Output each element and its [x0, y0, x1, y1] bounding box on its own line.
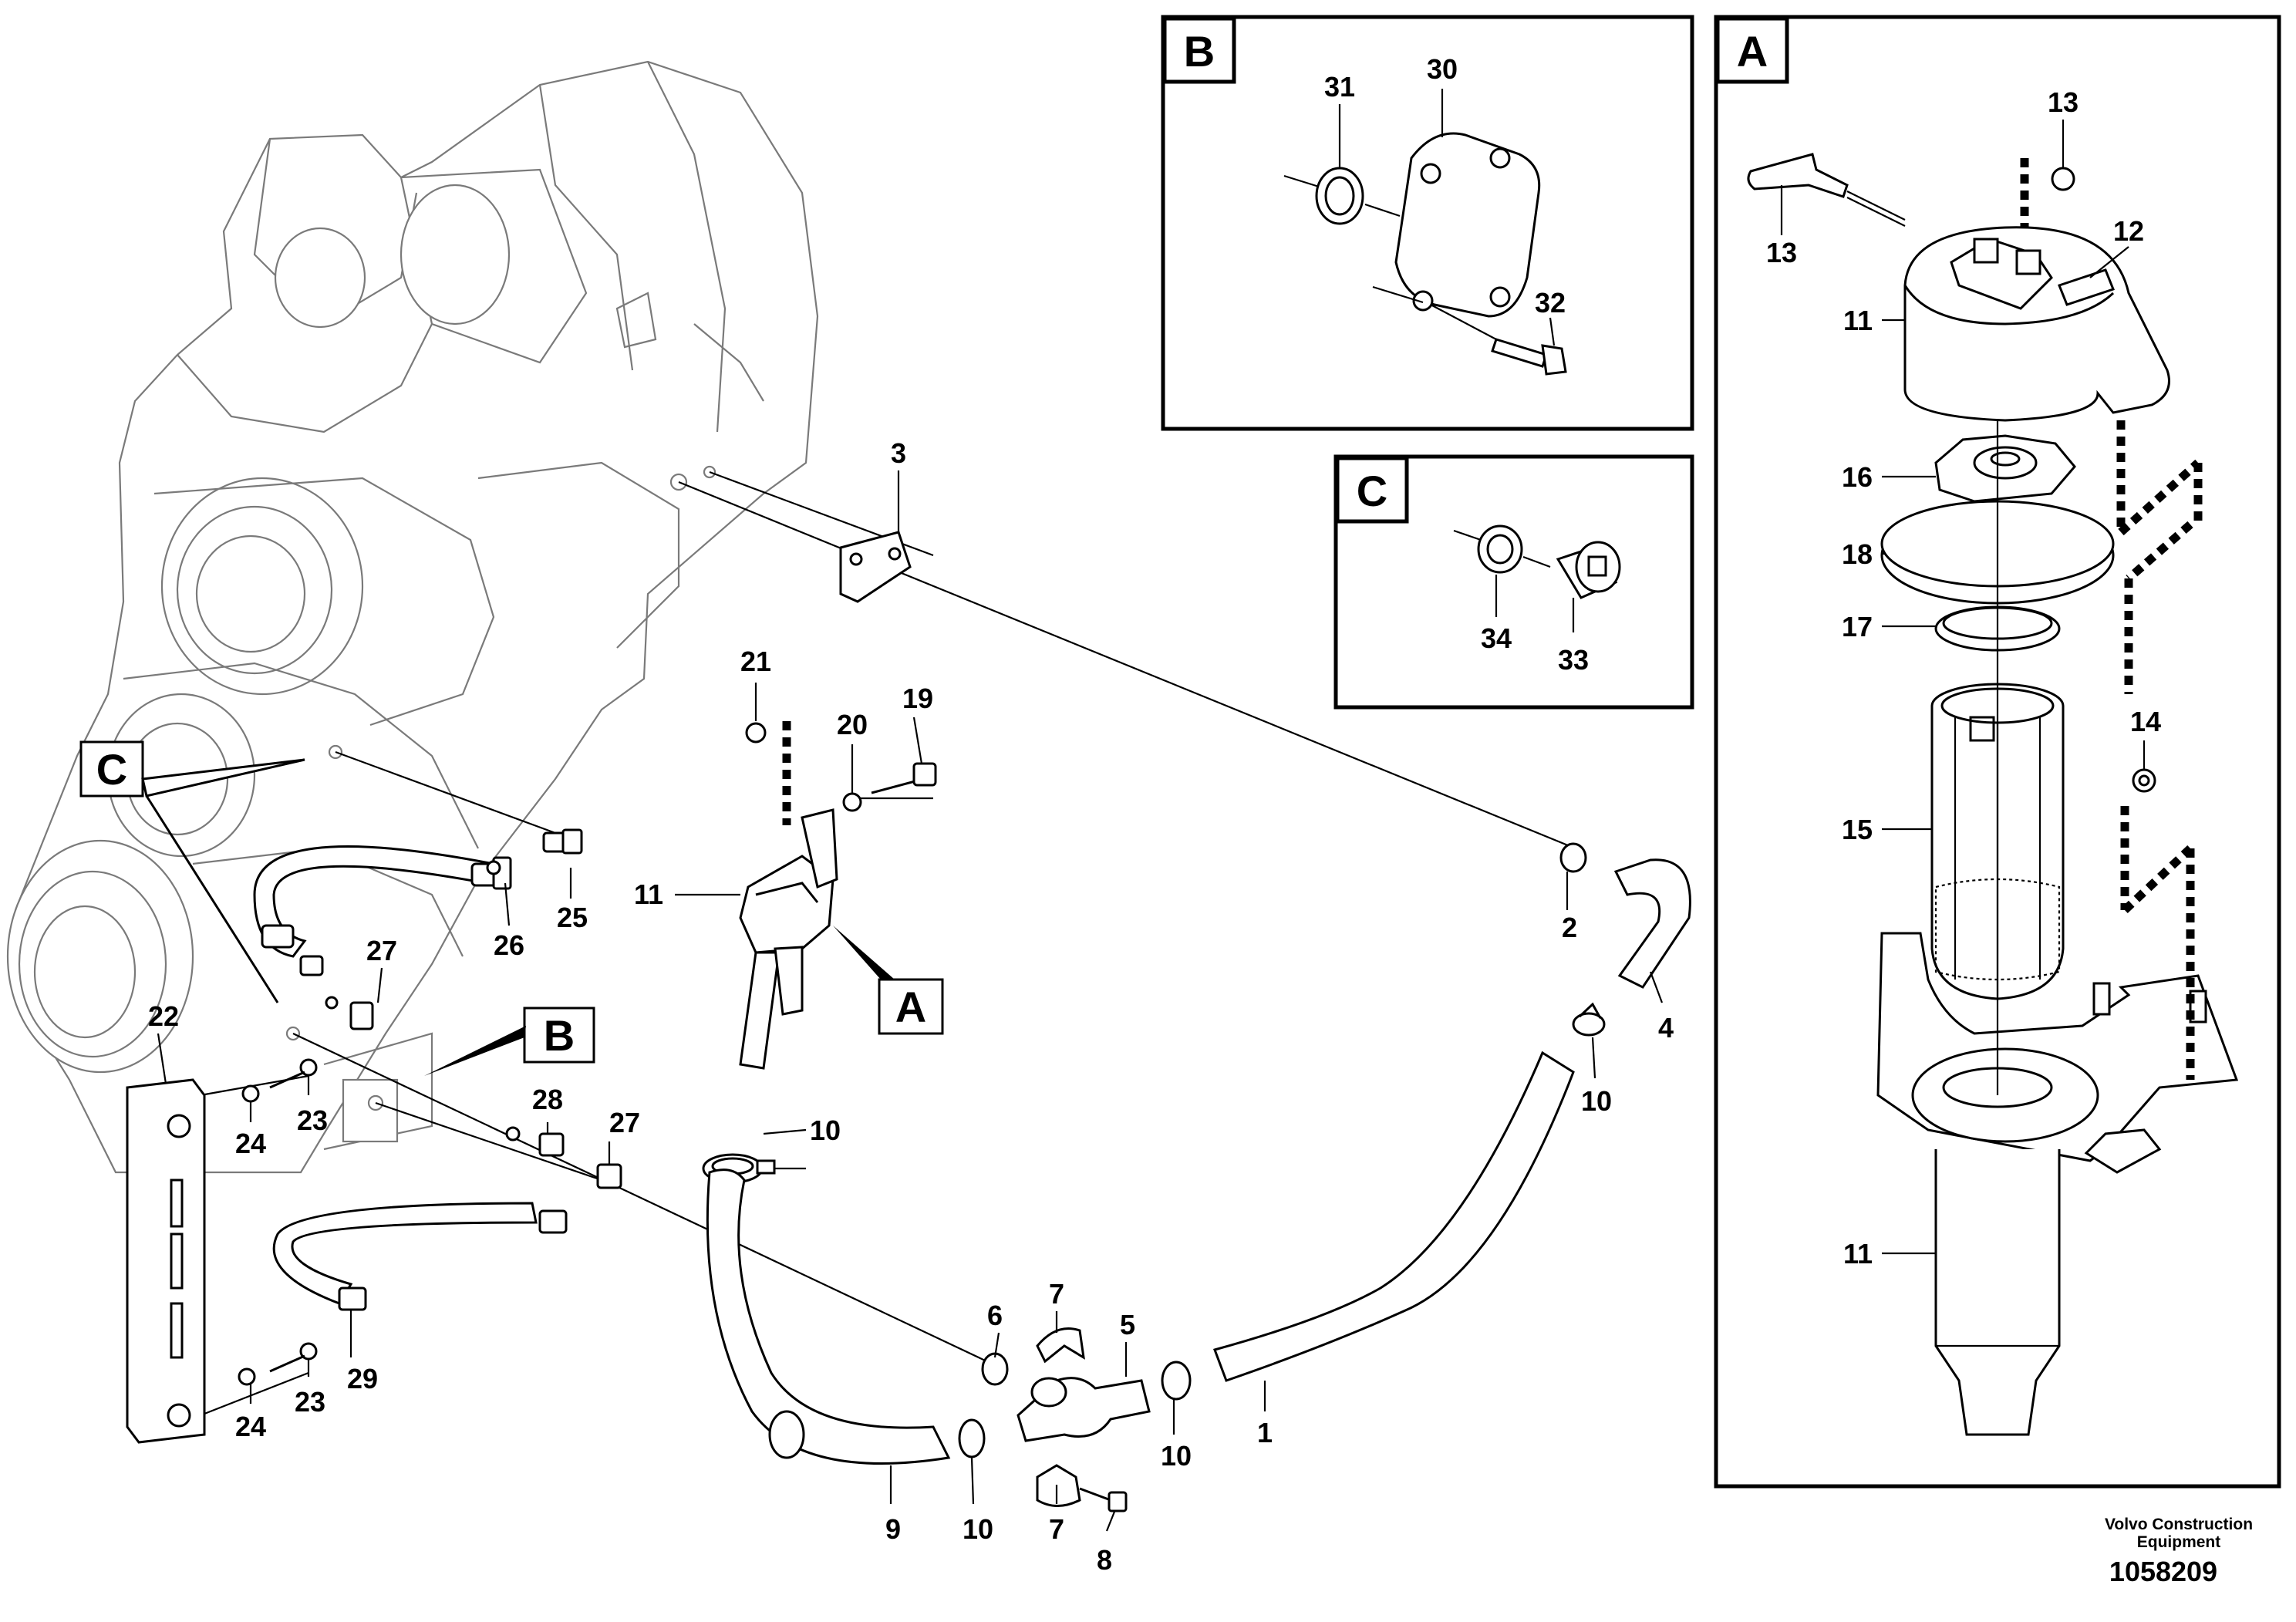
callout-17: 17	[1842, 611, 1873, 642]
callout-11-main: 11	[634, 878, 663, 910]
tank-flange-11	[1876, 932, 2239, 1174]
elbow-hose-4	[1613, 858, 1691, 989]
hose-clamp-9	[768, 1410, 805, 1459]
document-number: 1058209	[2109, 1556, 2217, 1587]
callout-20: 20	[837, 709, 868, 740]
washer-24-bottom	[238, 1367, 256, 1386]
callout-9: 9	[885, 1513, 901, 1545]
callout-19: 19	[902, 683, 933, 714]
callout-34: 34	[1481, 622, 1512, 654]
credit-line-1: Volvo Construction	[2105, 1516, 2253, 1533]
callout-33: 33	[1558, 644, 1589, 676]
callout-27-top: 27	[366, 935, 397, 966]
cap-housing-11-top	[1903, 226, 2170, 422]
screw-23-bottom	[269, 1342, 318, 1373]
callout-31: 31	[1324, 71, 1355, 103]
filler-tube-11-detail	[1934, 1149, 2061, 1436]
hose-clamp-10-right	[1572, 1002, 1606, 1037]
hose-9	[706, 1168, 951, 1465]
hose-clamp-10-middle	[958, 1418, 986, 1458]
washer-20	[842, 792, 862, 812]
filler-tube-11	[739, 808, 838, 1070]
screw-19	[871, 762, 937, 794]
credit-line-2: Equipment	[2137, 1533, 2221, 1551]
callout-23-top: 23	[297, 1104, 328, 1136]
callout-28: 28	[532, 1084, 563, 1115]
flag-c: C	[79, 740, 305, 1003]
callout-27-bottom: 27	[609, 1107, 640, 1138]
screw-8	[1079, 1487, 1128, 1512]
clamp-half-7-top	[1036, 1327, 1085, 1364]
detail-a-letter: A	[1737, 27, 1768, 76]
hydraulic-hose-lower	[272, 1202, 538, 1305]
callout-6: 6	[987, 1300, 1003, 1331]
clamp-half-7-bottom	[1036, 1464, 1081, 1507]
hose-clamp-10-lower-right	[1161, 1361, 1192, 1401]
detail-box-b: B 31 30 32	[1161, 15, 1694, 431]
bracket-3	[839, 531, 912, 603]
credit-block: Volvo Construction Equipment 1058209	[2105, 1516, 2253, 1587]
detail-box-c: C 34 33	[1333, 454, 1694, 710]
plug-33	[1556, 541, 1621, 599]
callout-13-top: 13	[2048, 86, 2079, 118]
filler-cap-16	[1934, 434, 2076, 503]
callout-8: 8	[1097, 1544, 1112, 1576]
callout-11-tube: 11	[1843, 1238, 1873, 1270]
callout-26: 26	[494, 929, 524, 961]
nut-13	[2051, 167, 2075, 191]
washer-24-top	[241, 1084, 260, 1103]
callout-10-top: 10	[810, 1114, 841, 1146]
detail-box-a: A	[1714, 15, 2281, 1489]
dipstick-handle-13	[1747, 153, 1906, 227]
nut-21	[745, 722, 767, 744]
callout-21: 21	[740, 646, 771, 677]
oil-cooler-22	[126, 1078, 206, 1444]
callout-2: 2	[1562, 912, 1577, 943]
callout-29: 29	[347, 1363, 378, 1394]
callout-23-bottom: 23	[295, 1386, 325, 1418]
detail-b-letter: B	[1184, 27, 1215, 76]
main-callouts: 3 2 4 10 1 5 6 7 7 8 10 9 10 10 21 20 19…	[148, 437, 1674, 1576]
callout-4: 4	[1658, 1012, 1674, 1044]
callout-7-top: 7	[1049, 1278, 1064, 1310]
callout-24-bottom: 24	[235, 1411, 266, 1442]
callout-16: 16	[1842, 461, 1873, 493]
detail-c-letter: C	[1357, 467, 1387, 515]
callout-25: 25	[557, 902, 588, 933]
callout-1: 1	[1257, 1417, 1273, 1448]
hose-fittings	[261, 828, 622, 1311]
callout-14: 14	[2130, 706, 2161, 737]
hose-1	[1213, 1050, 1575, 1382]
callout-24-top: 24	[235, 1128, 266, 1159]
callout-10-right: 10	[1581, 1085, 1612, 1117]
o-ring-6	[981, 1352, 1009, 1386]
flag-a-letter: A	[895, 983, 926, 1031]
callout-11-cap: 11	[1843, 305, 1873, 336]
callout-18: 18	[1842, 538, 1873, 570]
screw-32	[1491, 338, 1567, 376]
flag-c-letter: C	[96, 745, 127, 794]
callout-32: 32	[1535, 287, 1566, 319]
callout-12: 12	[2113, 215, 2144, 247]
hydraulic-hose-upper	[253, 845, 496, 958]
callout-leaders	[157, 470, 1664, 1532]
callout-10-lower-right: 10	[1161, 1440, 1192, 1472]
flag-b-letter: B	[544, 1011, 575, 1060]
flag-b: B	[424, 1007, 595, 1076]
callout-7-bottom: 7	[1049, 1513, 1064, 1545]
callout-3: 3	[891, 437, 906, 469]
o-ring-2	[1559, 842, 1587, 873]
callout-10-middle: 10	[963, 1513, 993, 1545]
callout-15: 15	[1842, 814, 1873, 845]
transmission-housing	[6, 60, 819, 1174]
callout-22: 22	[148, 1000, 179, 1032]
callout-13-left: 13	[1766, 237, 1797, 268]
callout-5: 5	[1120, 1309, 1135, 1340]
cover-plate-30	[1394, 132, 1541, 318]
callout-30: 30	[1427, 53, 1458, 85]
flag-a: A	[833, 926, 944, 1035]
